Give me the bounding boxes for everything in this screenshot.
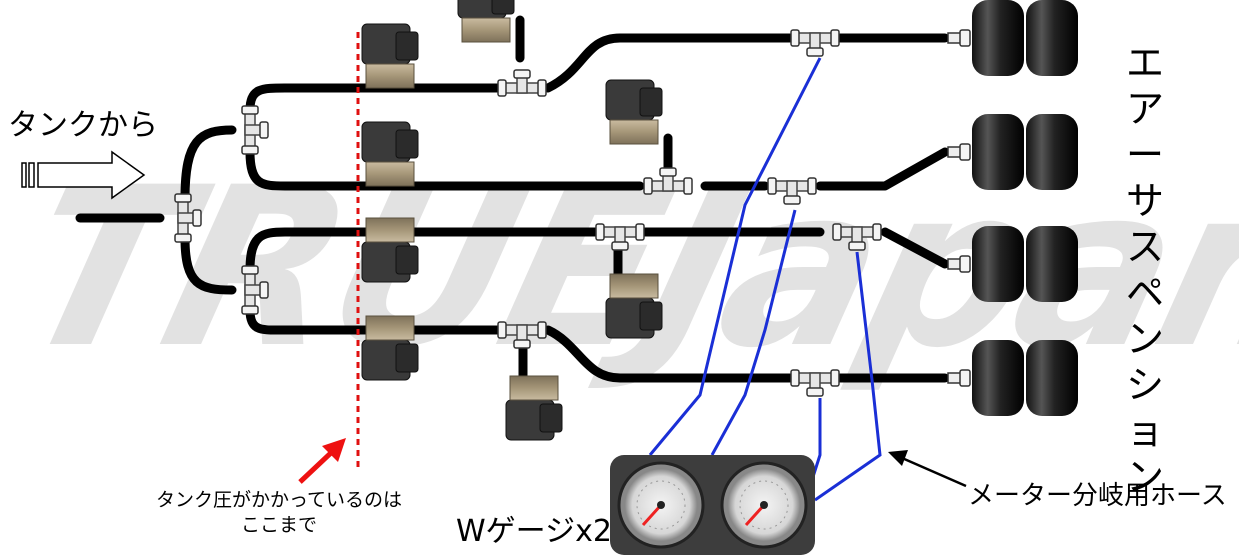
gauge-panel xyxy=(610,455,815,555)
gauge-line-1 xyxy=(648,57,822,456)
tank-pressure-line2: ここまで xyxy=(241,514,318,536)
hose-to-bag-2b xyxy=(815,147,950,191)
tee-fitting-icon xyxy=(497,321,547,349)
solenoid-valve-icon xyxy=(457,0,515,43)
solenoid-valve-icon xyxy=(605,79,663,145)
gauge-line-3 xyxy=(814,251,882,502)
tee-fitting-icon xyxy=(790,369,840,397)
solenoid-valve-icon xyxy=(361,217,419,283)
air-bag-icon xyxy=(947,0,1079,77)
air-bag-icon xyxy=(947,339,1079,417)
tank-pressure-note: タンク圧がかかっているのは ここまで xyxy=(156,488,402,538)
hose-to-bag-3b xyxy=(880,227,950,269)
solenoid-valve-icon xyxy=(505,375,563,441)
tee-fitting-icon xyxy=(241,105,269,155)
meter-branch-hose-label: メーター分岐用ホース xyxy=(968,481,1227,511)
tee-fitting-icon xyxy=(832,223,882,251)
tee-fitting-icon xyxy=(174,193,202,243)
hose-to-bag-4 xyxy=(543,325,795,383)
tee-fitting-icon xyxy=(790,29,840,57)
tee-fitting-icon xyxy=(241,265,269,315)
tee-fitting-icon xyxy=(595,223,645,251)
from-tank-label: タンクから xyxy=(8,108,158,143)
tee-fitting-icon xyxy=(767,177,817,205)
gauge-icon xyxy=(720,461,808,549)
input-arrow-icon xyxy=(21,150,146,200)
hose-network xyxy=(75,15,950,385)
tank-pressure-line1: タンク圧がかかっているのは xyxy=(156,489,403,511)
gauge-lines xyxy=(648,57,882,502)
lower-branch-b xyxy=(245,305,505,335)
tee-fitting-icon xyxy=(643,167,693,195)
solenoid-valve-icon xyxy=(361,315,419,381)
red-arrow-icon xyxy=(298,438,346,484)
solenoid-valve-icon xyxy=(361,121,419,187)
main-split-lower xyxy=(180,233,237,295)
air-bag-icon xyxy=(947,225,1079,303)
solenoid-valve-icon xyxy=(605,273,663,339)
tee-fitting-icon xyxy=(497,69,547,97)
gauge-line-2 xyxy=(710,209,797,456)
black-arrow-icon xyxy=(888,450,967,488)
solenoid-valve-icon xyxy=(361,23,419,89)
hose-to-bag-1 xyxy=(543,33,795,93)
lower-branch-a xyxy=(245,227,605,275)
gauge-icon xyxy=(617,461,705,549)
upper-branch-a xyxy=(245,83,505,115)
air-bag-icon xyxy=(947,113,1079,191)
main-split-upper xyxy=(180,125,237,203)
air-suspension-label: エアーサスペンション xyxy=(1125,41,1164,499)
upper-branch-b xyxy=(245,147,645,191)
air-bags xyxy=(947,0,1079,417)
w-gauge-label: Wゲージx2 xyxy=(456,514,612,549)
